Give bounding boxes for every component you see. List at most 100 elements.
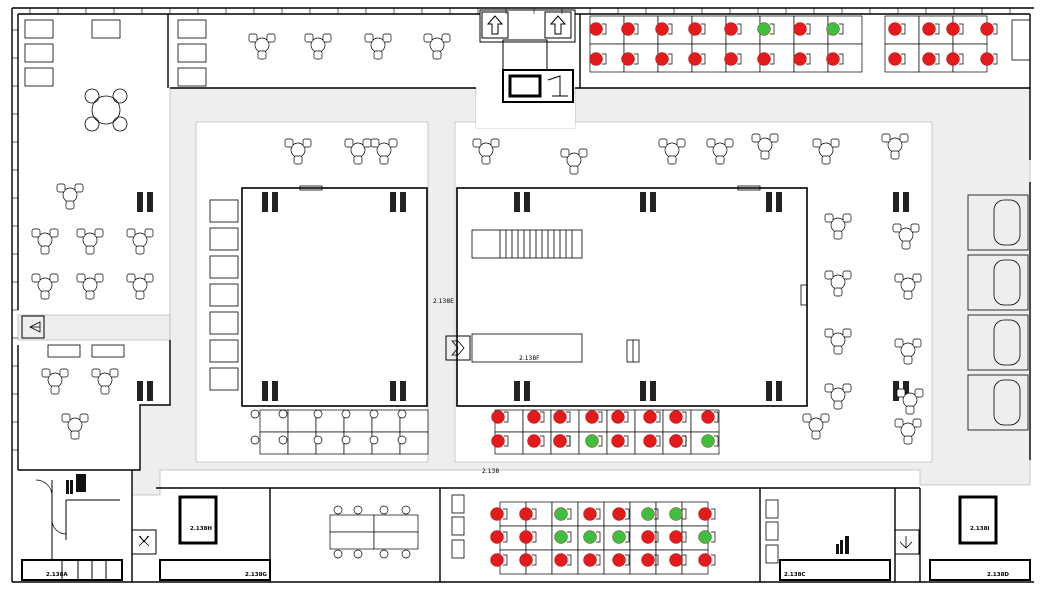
pillar xyxy=(400,192,406,212)
chair-cluster xyxy=(894,273,922,300)
chair-back xyxy=(682,411,687,423)
chair-cluster xyxy=(812,138,840,165)
cluster-chair xyxy=(824,328,834,338)
storage-unit xyxy=(209,283,239,307)
cluster-chair xyxy=(266,33,276,43)
empty-chair xyxy=(313,435,323,445)
seat-occupied xyxy=(611,410,625,424)
chair-back xyxy=(737,23,742,35)
pillar xyxy=(524,381,530,401)
chair-cluster xyxy=(896,388,924,415)
cluster-chair xyxy=(724,138,734,148)
seat-occupied xyxy=(669,410,683,424)
table xyxy=(177,67,207,87)
booth-table xyxy=(993,199,1021,246)
cluster-chair xyxy=(100,385,110,395)
pillar xyxy=(766,381,772,401)
cluster-chair xyxy=(833,230,843,240)
chair-cluster xyxy=(881,133,909,160)
cluster-chair xyxy=(40,245,50,255)
lounge-table xyxy=(91,95,121,125)
storage-unit xyxy=(209,199,239,223)
booth-table xyxy=(993,379,1021,426)
seat-occupied xyxy=(519,507,533,521)
empty-chair xyxy=(341,409,351,419)
cluster-chair xyxy=(144,273,154,283)
cluster-chair xyxy=(769,133,779,143)
chair-back xyxy=(935,53,940,65)
booth-table xyxy=(993,259,1021,306)
pillar xyxy=(272,192,278,212)
seat-occupied xyxy=(793,52,807,66)
chair-back xyxy=(566,411,571,423)
cluster-chair xyxy=(284,138,294,148)
seat-occupied xyxy=(589,52,603,66)
seat-occupied xyxy=(491,434,505,448)
cluster-chair xyxy=(40,290,50,300)
chair-back xyxy=(596,508,601,520)
empty-chair xyxy=(369,435,379,445)
booth xyxy=(967,314,1029,371)
cluster-chair xyxy=(135,290,145,300)
chair-back xyxy=(993,23,998,35)
pillars xyxy=(137,192,909,401)
chair-cluster xyxy=(802,413,830,440)
chair-back xyxy=(770,23,775,35)
pillar xyxy=(390,381,396,401)
desk xyxy=(329,514,375,533)
cluster-chair xyxy=(56,183,66,193)
cluster-chair xyxy=(353,155,363,165)
chair-cluster xyxy=(658,138,686,165)
chair-back xyxy=(596,554,601,566)
cluster-chair xyxy=(903,290,913,300)
lounge-chair xyxy=(84,116,100,132)
cluster-chair xyxy=(824,383,834,393)
misc-furniture xyxy=(24,19,1031,564)
cluster-chair xyxy=(49,228,59,238)
empty-chair xyxy=(353,505,363,515)
seat-occupied xyxy=(641,553,655,567)
seat-occupied xyxy=(519,553,533,567)
chair-back xyxy=(654,531,659,543)
chair-back xyxy=(656,435,661,447)
label-2138g: 2.138G xyxy=(245,572,267,578)
cluster-chair xyxy=(578,148,588,158)
desk xyxy=(373,531,419,550)
seat-available xyxy=(554,507,568,521)
stair-icons xyxy=(66,474,849,554)
cluster-chair xyxy=(61,413,71,423)
seat-occupied xyxy=(621,22,635,36)
seat-occupied xyxy=(643,410,657,424)
chair-back xyxy=(654,508,659,520)
chair-back xyxy=(602,53,607,65)
cluster-chair xyxy=(842,213,852,223)
cluster-chair xyxy=(302,138,312,148)
cluster-chair xyxy=(41,368,51,378)
seat-occupied xyxy=(826,52,840,66)
cabinet xyxy=(451,494,465,514)
pillar xyxy=(272,381,278,401)
cabinet xyxy=(765,521,779,541)
cluster-chair xyxy=(85,245,95,255)
empty-chair xyxy=(278,409,288,419)
chair-cluster xyxy=(706,138,734,165)
empty-chair xyxy=(369,409,379,419)
chair-clusters xyxy=(31,33,924,445)
bench xyxy=(47,344,81,358)
chair-back xyxy=(682,435,687,447)
chair-back xyxy=(701,23,706,35)
seat-occupied xyxy=(612,553,626,567)
pillar xyxy=(776,381,782,401)
chair-cluster xyxy=(364,33,392,60)
cluster-chair xyxy=(362,138,372,148)
cluster-chair xyxy=(842,383,852,393)
seat-occupied xyxy=(527,434,541,448)
chair-cluster xyxy=(304,33,332,60)
pillar xyxy=(903,381,909,401)
seat-occupied xyxy=(490,507,504,521)
cluster-chair xyxy=(50,385,60,395)
chair-back xyxy=(624,411,629,423)
cluster-chair xyxy=(830,138,840,148)
cluster-chair xyxy=(899,133,909,143)
chair-back xyxy=(901,53,906,65)
